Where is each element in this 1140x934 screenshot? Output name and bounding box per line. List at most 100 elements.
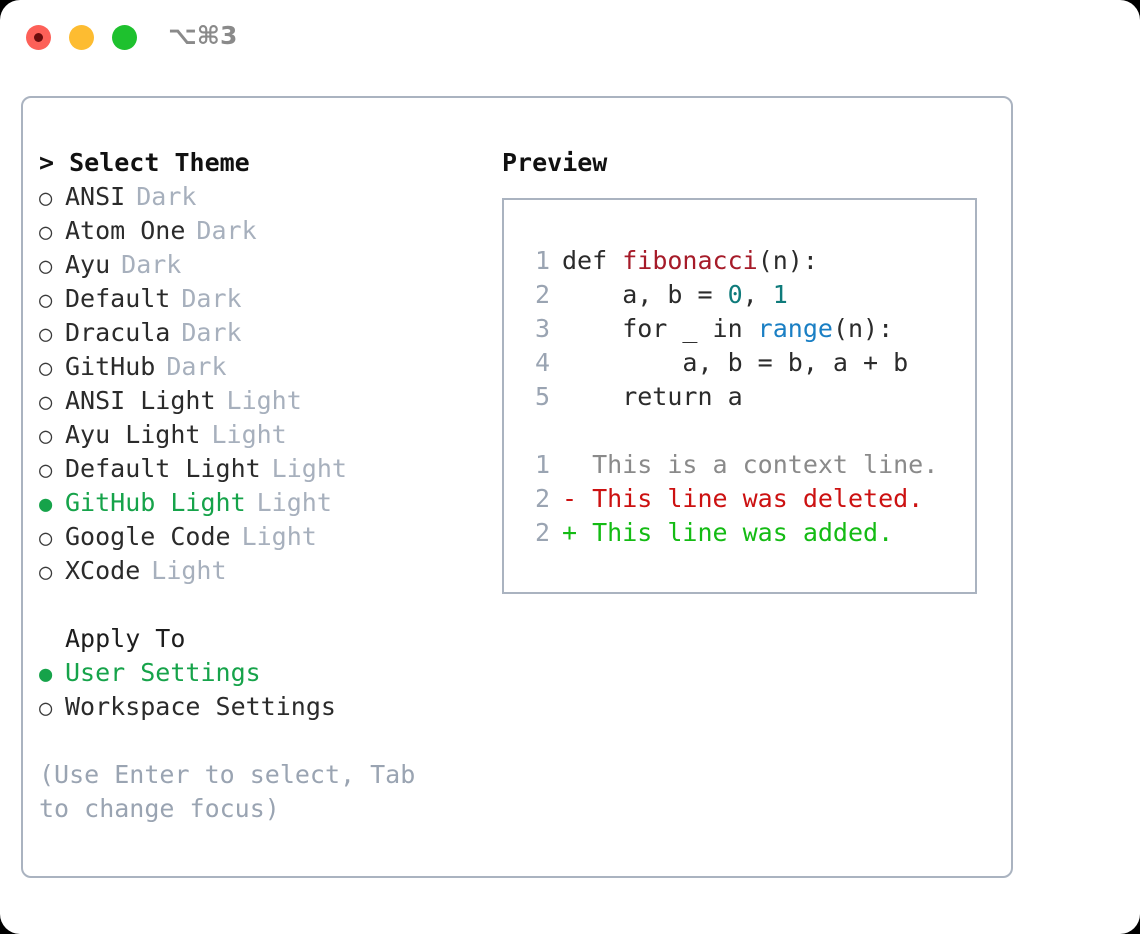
theme-list-item[interactable]: ○ GitHub Dark <box>39 350 479 384</box>
theme-name: Default <box>65 284 171 313</box>
theme-category-tag: Light <box>256 488 332 517</box>
diff-sign <box>562 448 592 482</box>
line-number: 2 <box>534 484 550 513</box>
apply-to-label: User Settings <box>65 658 261 687</box>
code-token: for _ in <box>562 314 758 343</box>
theme-name: ANSI Light <box>65 386 216 415</box>
line-number: 5 <box>534 382 550 411</box>
code-line: 3 for _ in range(n): <box>520 312 975 346</box>
radio-selected-icon[interactable]: ● <box>39 492 53 517</box>
keyboard-shortcut-label: ⌥⌘3 <box>168 21 238 50</box>
theme-list-item[interactable]: ○ Atom One Dark <box>39 214 479 248</box>
code-line: 2 a, b = 0, 1 <box>520 278 975 312</box>
maximize-button[interactable] <box>112 25 137 50</box>
line-number: 1 <box>534 450 550 479</box>
theme-list-item[interactable]: ○ Default Dark <box>39 282 479 316</box>
radio-unselected-icon[interactable]: ○ <box>39 526 53 551</box>
radio-unselected-icon[interactable]: ○ <box>39 458 53 483</box>
radio-unselected-icon[interactable]: ○ <box>39 220 53 245</box>
code-diff-separator <box>520 414 975 448</box>
line-number: 2 <box>534 280 550 309</box>
keyboard-hint-text: (Use Enter to select, Tab to change focu… <box>39 760 431 823</box>
section-spacer <box>39 588 479 622</box>
code-token: 0 <box>727 280 743 309</box>
theme-list-item[interactable]: ○ ANSI Light Light <box>39 384 479 418</box>
radio-unselected-icon[interactable]: ○ <box>39 390 53 415</box>
radio-unselected-icon[interactable]: ○ <box>39 356 53 381</box>
diff-sign: + <box>562 518 593 547</box>
theme-name: Google Code <box>65 522 231 551</box>
diff-line: 1 This is a context line. <box>520 448 975 482</box>
theme-category-tag: Dark <box>196 216 257 245</box>
line-number: 2 <box>534 518 550 547</box>
radio-unselected-icon[interactable]: ○ <box>39 186 53 211</box>
radio-unselected-icon[interactable]: ○ <box>39 288 53 313</box>
theme-name: XCode <box>65 556 141 585</box>
theme-category-tag: Light <box>271 454 347 483</box>
theme-list-item[interactable]: ○ XCode Light <box>39 554 479 588</box>
code-line: 5 return a <box>520 380 975 414</box>
line-number: 4 <box>534 348 550 377</box>
radio-unselected-icon[interactable]: ○ <box>39 560 53 585</box>
diff-text: This line was deleted. <box>592 484 924 513</box>
theme-category-tag: Dark <box>121 250 182 279</box>
radio-selected-icon[interactable]: ● <box>39 662 53 687</box>
code-token: fibonacci <box>622 246 758 275</box>
radio-unselected-icon[interactable]: ○ <box>39 322 53 347</box>
diff-line: 2+ This line was added. <box>520 516 975 550</box>
theme-list-item[interactable]: ○ ANSI Dark <box>39 180 479 214</box>
code-token: a, b = <box>562 280 728 309</box>
select-theme-header: > Select Theme <box>39 148 250 177</box>
apply-to-option[interactable]: ○ Workspace Settings <box>39 690 479 724</box>
theme-name: ANSI <box>65 182 126 211</box>
apply-to-list[interactable]: ● User Settings ○ Workspace Settings <box>39 656 479 724</box>
apply-to-header: Apply To <box>65 624 186 653</box>
theme-name: Atom One <box>65 216 186 245</box>
diff-sign: - <box>562 484 593 513</box>
code-token: (n): <box>757 246 818 275</box>
theme-list-item[interactable]: ○ Default Light Light <box>39 452 479 486</box>
theme-category-tag: Light <box>151 556 227 585</box>
code-token: , <box>742 280 773 309</box>
theme-category-tag: Dark <box>166 352 227 381</box>
radio-unselected-icon[interactable]: ○ <box>39 696 53 721</box>
code-line: 4 a, b = b, a + b <box>520 346 975 380</box>
diff-sample: 1 This is a context line.2- This line wa… <box>520 448 975 550</box>
apply-to-option[interactable]: ● User Settings <box>39 656 479 690</box>
theme-name: GitHub <box>65 352 156 381</box>
code-token: return a <box>562 382 743 411</box>
theme-category-tag: Dark <box>136 182 197 211</box>
code-token: range <box>757 314 833 343</box>
theme-name: Default Light <box>65 454 261 483</box>
theme-list-item[interactable]: ○ Dracula Dark <box>39 316 479 350</box>
radio-unselected-icon[interactable]: ○ <box>39 254 53 279</box>
radio-unselected-icon[interactable]: ○ <box>39 424 53 449</box>
theme-category-tag: Dark <box>181 318 242 347</box>
code-token: 1 <box>772 280 788 309</box>
line-number: 3 <box>534 314 550 343</box>
minimize-button[interactable] <box>69 25 94 50</box>
theme-name: Dracula <box>65 318 171 347</box>
theme-name: Ayu Light <box>65 420 201 449</box>
diff-text: This is a context line. <box>592 450 939 479</box>
preview-title: Preview <box>502 148 608 177</box>
theme-category-tag: Light <box>226 386 302 415</box>
close-button[interactable] <box>26 25 51 50</box>
code-token: (n): <box>832 314 894 343</box>
theme-category-tag: Dark <box>181 284 242 313</box>
titlebar: ⌥⌘3 <box>0 0 1140 78</box>
apply-to-label: Workspace Settings <box>65 692 336 721</box>
line-number: 1 <box>534 246 550 275</box>
